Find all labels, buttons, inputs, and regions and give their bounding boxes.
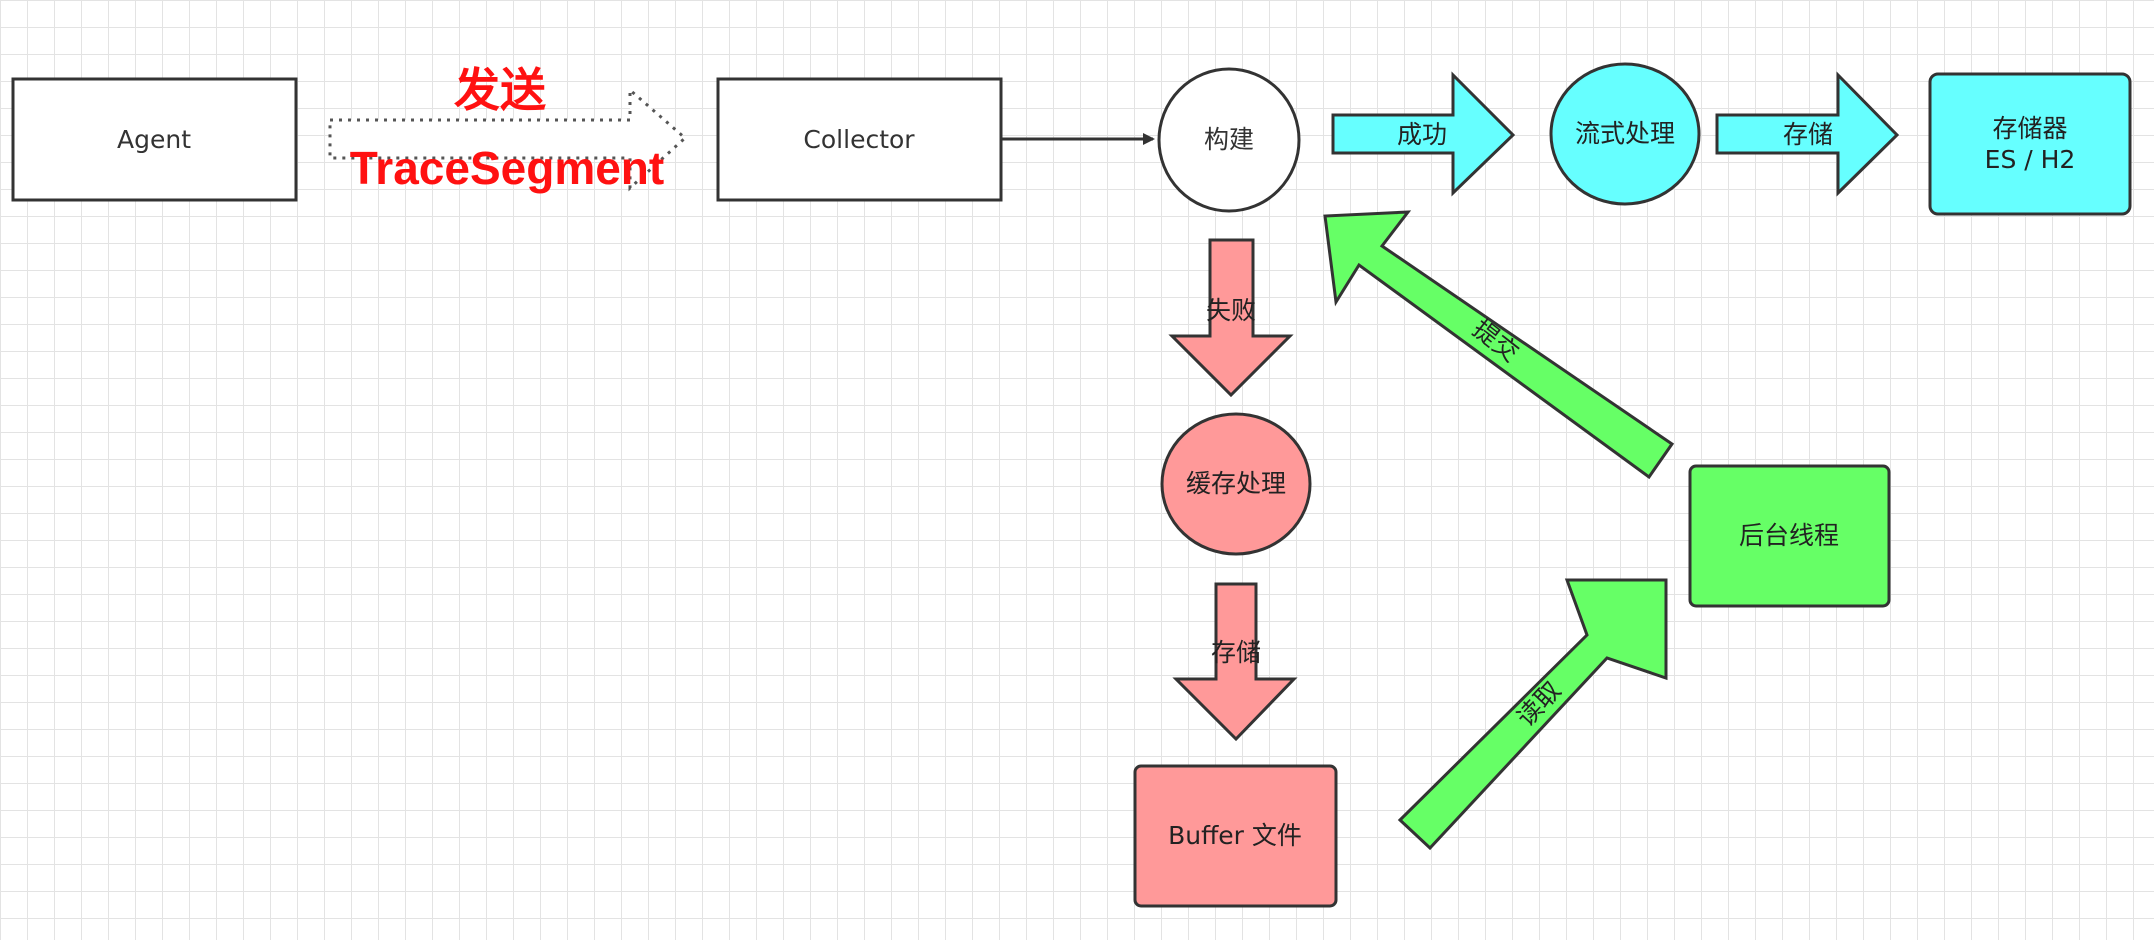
- buffer-file-node[interactable]: Buffer 文件: [1133, 764, 1338, 908]
- send-arrow[interactable]: 发送 TraceSegment: [328, 64, 688, 194]
- storage-label-line1: 存储器: [1992, 114, 2067, 143]
- send-label-line2: TraceSegment: [350, 142, 664, 194]
- fail-label: 失败: [1206, 296, 1256, 325]
- agent-node[interactable]: Agent: [11, 77, 298, 202]
- success-label: 成功: [1397, 120, 1447, 149]
- store-bottom-label: 存储: [1211, 638, 1261, 667]
- cache-process-label: 缓存处理: [1186, 469, 1286, 498]
- stream-process-label: 流式处理: [1575, 119, 1675, 148]
- send-label-line1: 发送: [454, 64, 546, 116]
- fail-arrow[interactable]: 失败: [1168, 238, 1294, 398]
- collector-label: Collector: [803, 125, 915, 154]
- background-thread-node[interactable]: 后台线程: [1688, 464, 1891, 608]
- agent-label: Agent: [117, 125, 191, 154]
- store-arrow-top[interactable]: 存储: [1715, 71, 1900, 197]
- stream-process-node[interactable]: 流式处理: [1549, 62, 1701, 206]
- storage-label-line2: ES / H2: [1985, 145, 2076, 174]
- store-arrow-bottom[interactable]: 存储: [1172, 582, 1298, 742]
- submit-arrow[interactable]: 提交: [1323, 210, 1675, 480]
- store-top-label: 存储: [1783, 120, 1833, 149]
- buffer-file-label: Buffer 文件: [1168, 821, 1302, 850]
- storage-node[interactable]: 存储器 ES / H2: [1928, 72, 2132, 216]
- cache-process-node[interactable]: 缓存处理: [1160, 412, 1312, 556]
- collector-node[interactable]: Collector: [716, 77, 1003, 202]
- background-thread-label: 后台线程: [1739, 521, 1839, 550]
- success-arrow[interactable]: 成功: [1331, 71, 1516, 197]
- build-label: 构建: [1204, 125, 1254, 154]
- read-arrow[interactable]: 读取: [1397, 578, 1668, 851]
- build-node[interactable]: 构建: [1157, 67, 1301, 213]
